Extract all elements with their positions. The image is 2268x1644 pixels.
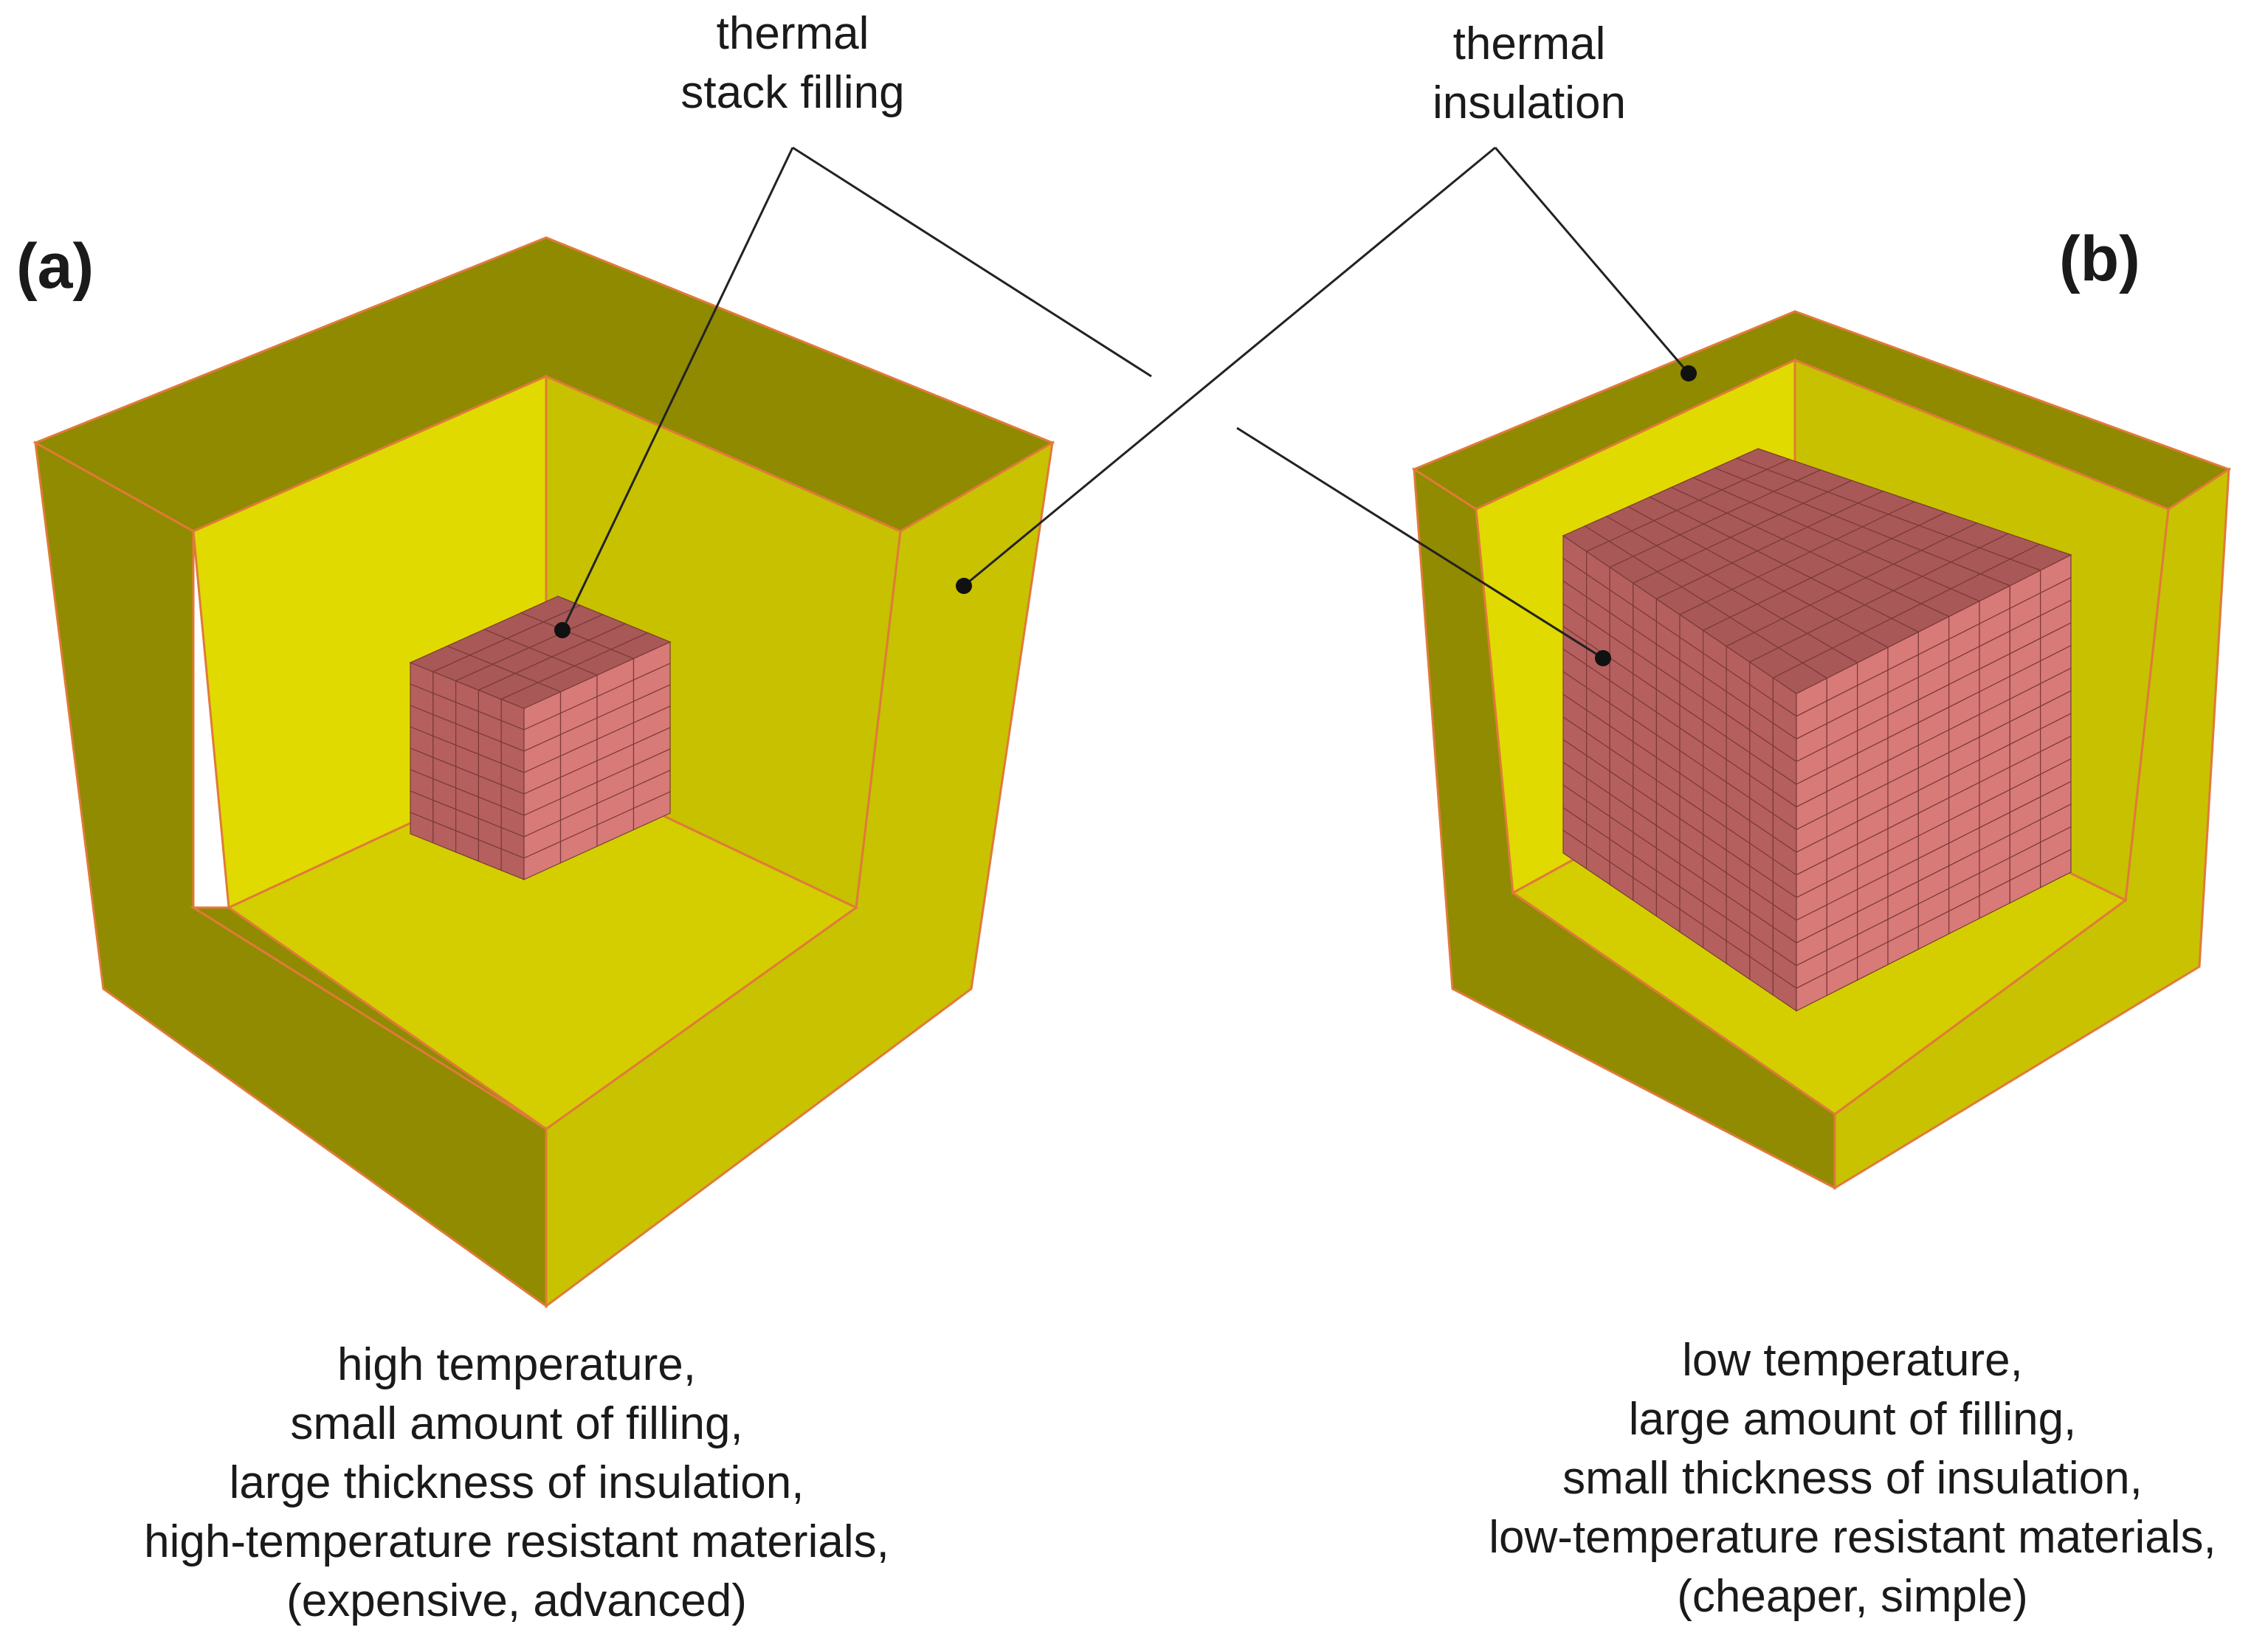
caption-b-line: (cheaper, simple) — [1677, 1571, 2028, 1622]
caption-a: high temperature, small amount of fillin… — [144, 1339, 889, 1626]
brick — [1772, 662, 1828, 694]
thermal-stack-filling-b — [1562, 448, 2072, 1012]
caption-a-line: small amount of filling, — [290, 1398, 742, 1449]
leader-filling-a — [561, 147, 794, 631]
panel-label-a: (a) — [16, 231, 94, 302]
dot-filling-b — [1595, 650, 1611, 666]
thermal-stack-filling-a — [409, 595, 672, 880]
callout-filling-line1: thermal — [717, 8, 869, 59]
caption-a-line: high temperature, — [337, 1339, 696, 1390]
caption-a-line: large thickness of insulation, — [230, 1457, 804, 1508]
leader-filling-b-lower — [1236, 426, 1604, 660]
callout-insulation-line1: thermal — [1453, 18, 1606, 69]
brick — [633, 791, 671, 831]
leader-filling-b-upper — [792, 146, 1152, 378]
leader-insulation-a — [963, 146, 1496, 587]
panel-label-b: (b) — [2059, 224, 2140, 294]
caption-a-line: (expensive, advanced) — [286, 1575, 747, 1626]
caption-b-line: small thickness of insulation, — [1562, 1453, 2143, 1504]
cube-a-lower-step — [189, 906, 547, 1130]
callout-filling-line2: stack filling — [680, 67, 904, 118]
caption-b: low temperature, large amount of filling… — [1489, 1335, 2216, 1622]
dot-insulation-b — [1681, 365, 1697, 381]
dot-filling-a — [554, 622, 571, 638]
leader-lines — [561, 146, 1690, 660]
brick — [2040, 849, 2072, 888]
callout-insulation-line2: insulation — [1433, 77, 1626, 128]
insulation-cube-a — [32, 236, 1055, 1308]
dot-insulation-a — [956, 578, 972, 594]
leader-insulation-b — [1494, 147, 1690, 374]
caption-b-line: low-temperature resistant materials, — [1489, 1512, 2216, 1563]
leader-dots — [554, 365, 1697, 666]
caption-b-line: low temperature, — [1682, 1335, 2023, 1386]
caption-a-line: high-temperature resistant materials, — [144, 1516, 889, 1567]
brick — [500, 682, 562, 709]
caption-b-line: large amount of filling, — [1629, 1394, 2077, 1445]
